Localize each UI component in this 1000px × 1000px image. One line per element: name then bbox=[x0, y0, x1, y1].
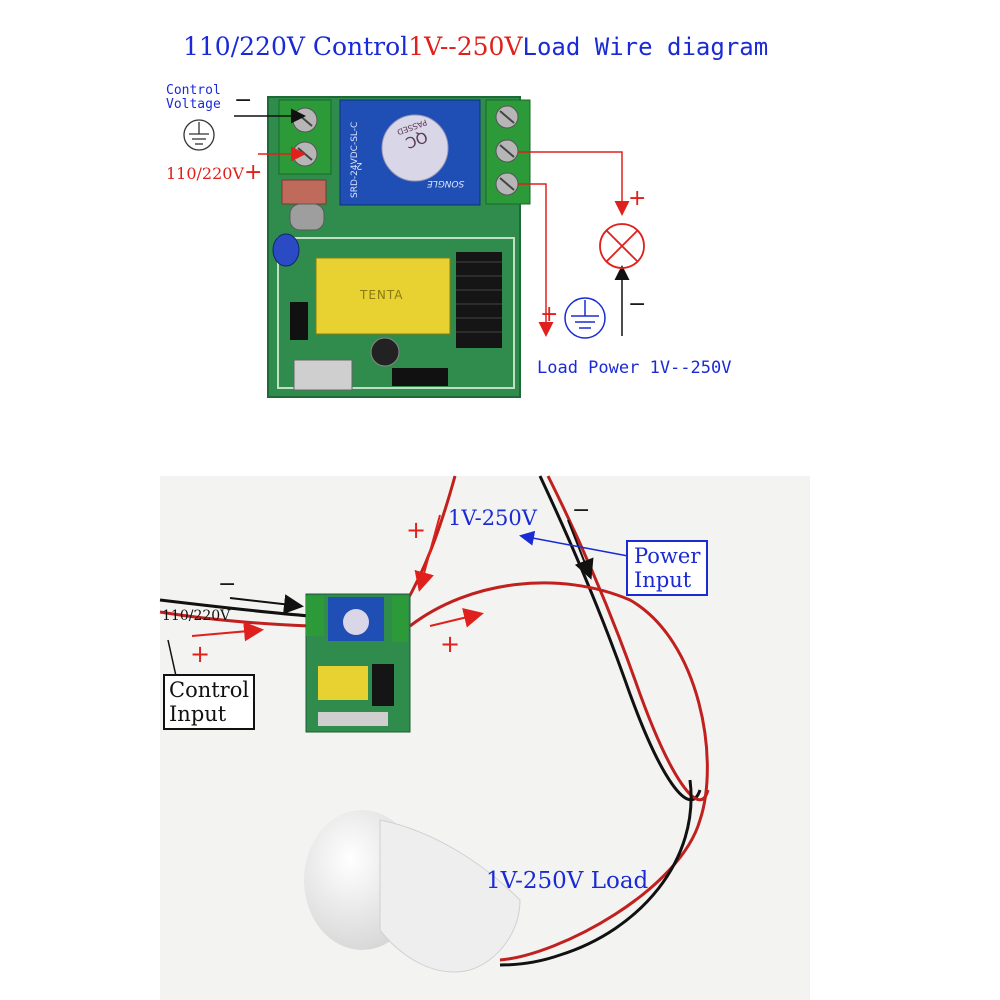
relay-number-text: 2 bbox=[356, 160, 363, 171]
capacitor-blue bbox=[272, 233, 300, 267]
power-input-callout: Power Input bbox=[626, 540, 709, 596]
relay-brand-text: SONGLE bbox=[427, 178, 465, 188]
wiring-diagram bbox=[183, 96, 645, 398]
relay-model-text: SRD-24VDC-SL-C bbox=[350, 121, 360, 198]
transformer-brand-text: TENTA bbox=[360, 288, 404, 302]
photo-minus-left: − bbox=[218, 572, 237, 597]
terminal-block-left bbox=[278, 99, 332, 175]
photo-plus-top: + bbox=[406, 516, 427, 544]
photo-voltage-top: 1V-250V bbox=[448, 506, 537, 530]
load-output-wire bbox=[518, 151, 630, 216]
photo-supply-label: 110/220V bbox=[162, 608, 231, 624]
antenna-coil bbox=[456, 252, 502, 348]
control-label-line2: Voltage bbox=[166, 97, 221, 112]
supply-voltage-label: 110/220V+ bbox=[166, 160, 262, 185]
title-part-range: 1V--250V bbox=[408, 32, 523, 61]
supply-plus-sign: + bbox=[244, 160, 263, 185]
load-plus-bottom: + bbox=[540, 302, 559, 327]
load-plus-top: + bbox=[628, 186, 647, 211]
crystal bbox=[293, 359, 353, 391]
electrolytic-capacitor bbox=[370, 337, 400, 367]
chip bbox=[392, 368, 448, 386]
power-resistor bbox=[289, 203, 325, 231]
lamp-icon bbox=[599, 223, 645, 269]
load-ground-icon bbox=[564, 297, 606, 339]
qc-sticker bbox=[381, 114, 449, 182]
load-minus-sign: − bbox=[628, 292, 647, 317]
control-label-line1: Control bbox=[166, 83, 221, 98]
title-part-control: 110/220V Control bbox=[183, 32, 409, 61]
control-input-callout: Control Input bbox=[163, 674, 256, 730]
control-minus-sign: − bbox=[234, 88, 253, 113]
photo-minus-top: − bbox=[572, 498, 591, 523]
control-ground-icon bbox=[183, 119, 215, 151]
photo-plus-right: + bbox=[440, 630, 461, 658]
wiring-photo bbox=[160, 476, 810, 1000]
header-pins bbox=[290, 302, 308, 340]
control-input-line1: Control bbox=[169, 678, 250, 702]
load-power-label: Load Power 1V--250V bbox=[537, 358, 732, 378]
control-voltage-label: Control Voltage bbox=[166, 84, 221, 112]
supply-label: 110/220V bbox=[166, 164, 245, 183]
photo-load-label: 1V-250V Load bbox=[486, 868, 649, 894]
power-input-line2: Input bbox=[634, 568, 692, 592]
load-input-wire bbox=[518, 183, 554, 337]
power-input-line1: Power bbox=[634, 544, 701, 568]
fuse-resistor bbox=[281, 179, 327, 205]
photo-plus-left: + bbox=[190, 640, 211, 668]
control-input-line2: Input bbox=[169, 702, 227, 726]
diagram-title: 110/220V Control1V--250VLoad Wire diagra… bbox=[183, 32, 768, 61]
transformer-module bbox=[315, 257, 451, 335]
title-part-load: Load Wire diagram bbox=[522, 33, 769, 61]
